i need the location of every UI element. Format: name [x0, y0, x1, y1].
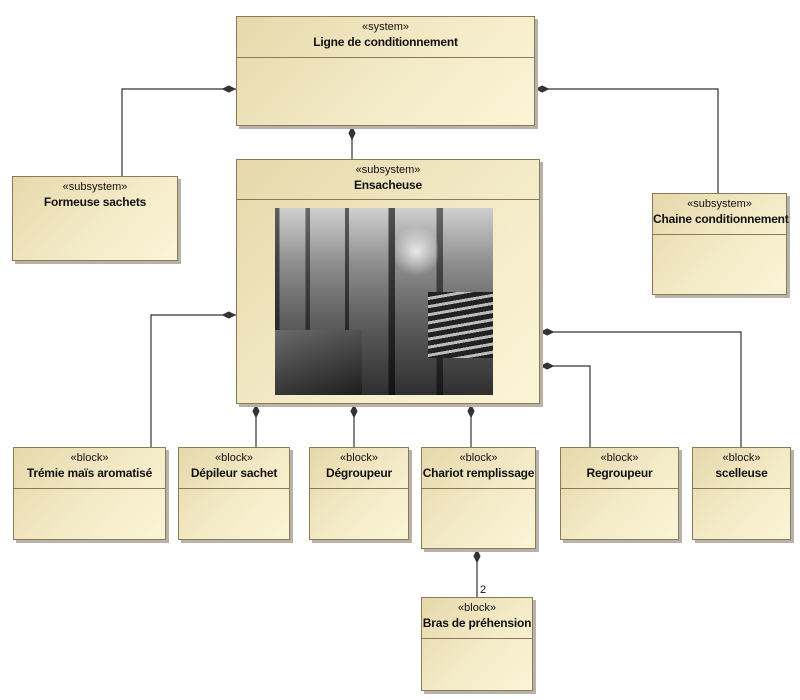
stereotype-label: «block»	[459, 452, 498, 464]
block-ligne-de-conditionnement[interactable]: «system» Ligne de conditionnement	[236, 16, 535, 126]
stereotype-label: «block»	[600, 452, 639, 464]
block-name: scelleuse	[715, 466, 768, 480]
packaging-machine-photo	[275, 208, 493, 395]
multiplicity-label: 2	[480, 584, 487, 596]
composition-ensacheuse-tremie	[150, 311, 236, 447]
stereotype-label: «block»	[340, 452, 378, 464]
block-depileur-sachet[interactable]: «block» Dépileur sachet	[178, 447, 290, 540]
block-tremie-mais-aromatise[interactable]: «block» Trémie maïs aromatisé	[13, 447, 166, 540]
block-name: Formeuse sachets	[43, 195, 147, 209]
stereotype-label: «subsystem»	[355, 164, 421, 176]
block-bras-de-prehension[interactable]: «block» Bras de préhension	[421, 597, 533, 691]
block-chariot-remplissage[interactable]: «block» Chariot remplissage	[421, 447, 536, 549]
stereotype-label: «subsystem»	[687, 198, 752, 210]
block-formeuse-sachets[interactable]: «subsystem» Formeuse sachets	[12, 176, 178, 261]
block-name: Dégroupeur	[325, 466, 392, 480]
block-ensacheuse[interactable]: «subsystem» Ensacheuse	[236, 159, 540, 404]
stereotype-label: «block»	[215, 452, 253, 464]
stereotype-label: «block»	[70, 452, 109, 464]
composition-ligne-chaine	[535, 85, 719, 193]
block-scelleuse[interactable]: «block» scelleuse	[692, 447, 791, 540]
block-chaine-conditionnement[interactable]: «subsystem» Chaine conditionnement	[652, 193, 789, 295]
block-name: Bras de préhension	[422, 616, 532, 630]
block-name: Ensacheuse	[353, 178, 423, 192]
block-name: Chaine conditionnement	[653, 212, 789, 226]
block-name: Chariot remplissage	[422, 466, 535, 480]
block-name: Dépileur sachet	[190, 466, 278, 480]
block-name: Trémie maïs aromatisé	[26, 466, 153, 480]
block-regroupeur[interactable]: «block» Regroupeur	[560, 447, 679, 540]
block-name: Ligne de conditionnement	[313, 35, 458, 49]
stereotype-label: «block»	[722, 452, 761, 464]
stereotype-label: «block»	[458, 602, 496, 614]
stereotype-label: «subsystem»	[62, 181, 128, 193]
composition-ensacheuse-scelleuse	[540, 328, 742, 447]
stereotype-label: «system»	[361, 21, 410, 33]
block-name: Regroupeur	[586, 466, 653, 480]
composition-ligne-formeuse	[121, 85, 236, 177]
composition-ensacheuse-regroupeur	[540, 362, 591, 447]
block-degroupeur[interactable]: «block» Dégroupeur	[309, 447, 409, 540]
